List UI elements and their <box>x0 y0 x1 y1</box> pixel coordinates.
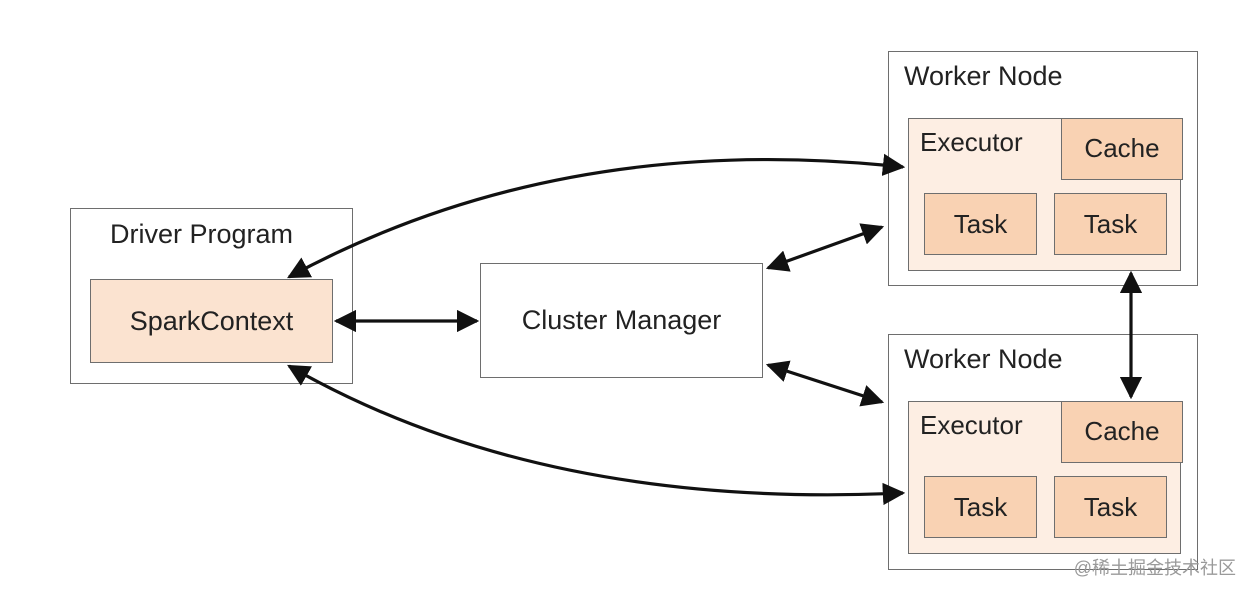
spark-context-label: SparkContext <box>129 305 294 336</box>
arrow-driver-worker1 <box>287 153 906 279</box>
worker-node-title: Worker Node <box>904 61 1063 91</box>
executor-box: Executor Cache Task Task <box>908 400 1183 554</box>
task-box: Task <box>1054 193 1167 255</box>
cluster-manager-label: Cluster Manager <box>521 305 722 335</box>
worker-node-title: Worker Node <box>904 344 1063 374</box>
arrow-driver-worker2 <box>287 364 906 506</box>
cache-box: Cache <box>1061 400 1183 463</box>
task-box: Task <box>924 193 1037 255</box>
task-box: Task <box>1054 476 1167 538</box>
executor-box: Executor Cache Task Task <box>908 117 1183 271</box>
executor-label: Executor <box>920 410 1023 440</box>
watermark-text: @稀土掘金技术社区 <box>1073 558 1236 578</box>
arrow-cluster-worker1 <box>765 223 885 272</box>
task-box: Task <box>924 476 1037 538</box>
executor-label: Executor <box>920 127 1023 157</box>
arrow-cluster-worker2 <box>765 360 885 407</box>
worker-node-1: Worker Node Executor Cache Task Task <box>888 51 1198 286</box>
spark-context-box: SparkContext <box>90 279 333 363</box>
cache-box: Cache <box>1061 117 1183 180</box>
cluster-manager-box: Cluster Manager <box>480 263 763 378</box>
driver-program-title: Driver Program <box>110 219 294 249</box>
worker-node-2: Worker Node Executor Cache Task Task <box>888 334 1198 570</box>
